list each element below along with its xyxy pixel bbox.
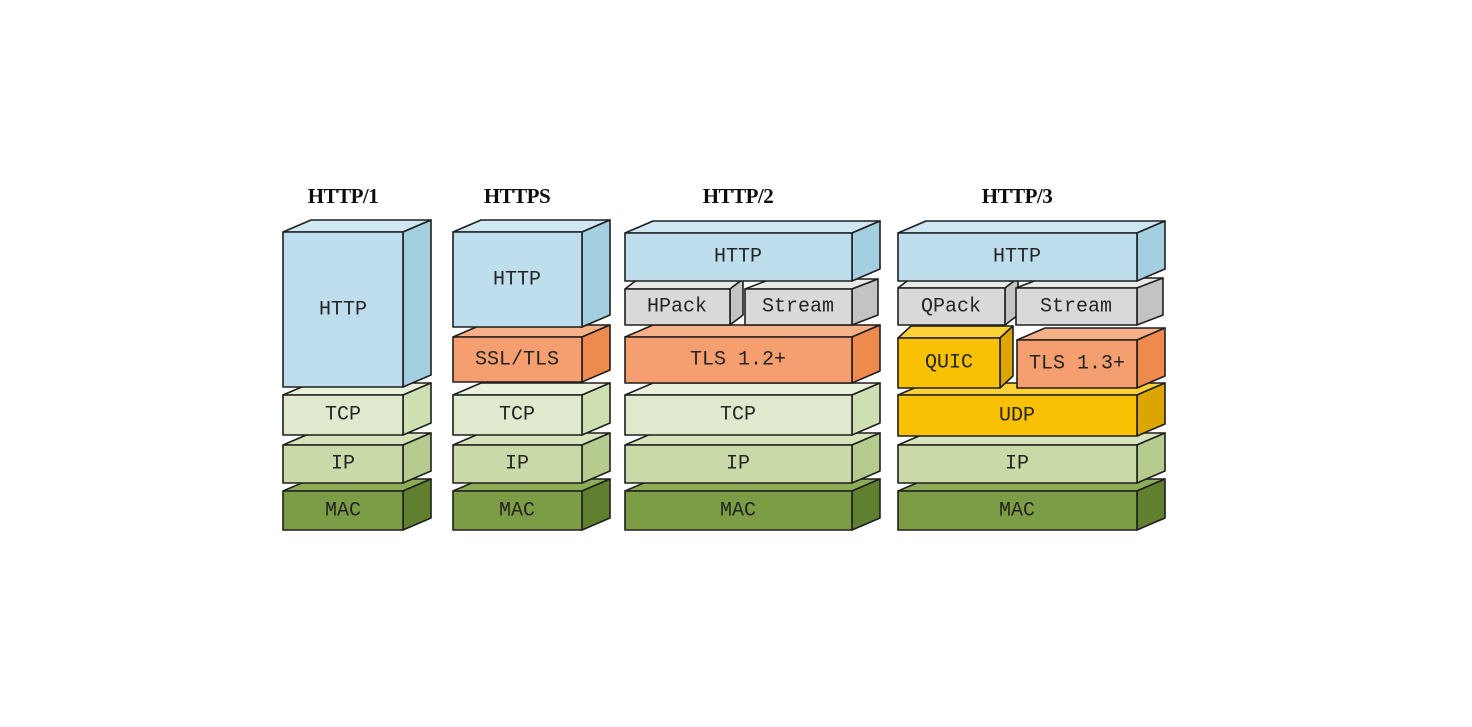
face-front (452, 490, 583, 531)
layer-label: HTTP (993, 246, 1041, 269)
layer-label: TLS 1.3+ (1029, 353, 1125, 376)
face-top (897, 325, 1014, 339)
face-front (624, 444, 853, 484)
layer-box-http3-udp: UDP (897, 382, 1166, 437)
layer-label: HTTP (493, 269, 541, 292)
layer-box-http1-http: HTTP (282, 219, 432, 388)
layer-label: TCP (499, 404, 535, 427)
layer-label: IP (331, 453, 355, 476)
face-front (897, 337, 1001, 389)
face-front (1016, 339, 1138, 389)
layer-label: QPack (921, 296, 981, 319)
face-top (624, 382, 881, 396)
layer-label: TLS 1.2+ (690, 349, 786, 372)
face-front (624, 288, 731, 326)
layer-box-http2-http: HTTP (624, 220, 881, 282)
layer-box-http3-ip: IP (897, 432, 1166, 484)
layer-label: MAC (325, 500, 361, 523)
face-front (624, 490, 853, 531)
layer-box-https-mac: MAC (452, 478, 611, 531)
layer-box-http3-mac: MAC (897, 478, 1166, 531)
layer-label: QUIC (925, 352, 973, 375)
layer-label: UDP (999, 405, 1035, 428)
face-top (624, 324, 881, 338)
face-front (452, 394, 583, 436)
face-right (402, 219, 432, 388)
face-front (624, 394, 853, 436)
layer-box-http2-stream: Stream (744, 278, 879, 326)
layer-label: IP (1005, 453, 1029, 476)
face-front (897, 232, 1138, 282)
face-front (744, 288, 853, 326)
layer-label: Stream (1040, 296, 1112, 319)
layer-box-http3-tls13: TLS 1.3+ (1016, 327, 1166, 389)
layer-box-https-ssltls: SSL/TLS (452, 324, 611, 383)
layer-label: TCP (720, 404, 756, 427)
layer-label: HPack (647, 296, 707, 319)
stack-title-https: HTTPS (484, 184, 550, 208)
face-top (897, 220, 1166, 234)
face-top (624, 220, 881, 234)
face-front (282, 231, 404, 388)
layer-box-http3-qpack: QPack (897, 277, 1019, 326)
layer-box-http2-ip: IP (624, 432, 881, 484)
layer-box-http3-http: HTTP (897, 220, 1166, 282)
face-front (897, 287, 1006, 326)
layer-label: IP (505, 453, 529, 476)
face-front (624, 232, 853, 282)
face-front (282, 394, 404, 436)
layer-label: MAC (499, 500, 535, 523)
layer-box-http2-tcp: TCP (624, 382, 881, 436)
face-front (897, 444, 1138, 484)
face-front (897, 394, 1138, 437)
layer-box-http1-tcp: TCP (282, 382, 432, 436)
face-front (282, 444, 404, 484)
layer-box-http3-quic: QUIC (897, 325, 1014, 389)
layer-label: SSL/TLS (475, 349, 559, 372)
face-front (452, 336, 583, 383)
stack-title-http2: HTTP/2 (703, 184, 774, 208)
layer-box-http2-tls12: TLS 1.2+ (624, 324, 881, 384)
layer-label: HTTP (319, 299, 367, 322)
layer-box-http3-stream: Stream (1015, 277, 1164, 326)
stack-title-http1: HTTP/1 (308, 184, 379, 208)
layer-label: TCP (325, 404, 361, 427)
face-front (452, 231, 583, 328)
face-front (282, 490, 404, 531)
layer-label: IP (726, 453, 750, 476)
layer-label: MAC (720, 500, 756, 523)
layer-box-https-tcp: TCP (452, 382, 611, 436)
layer-label: HTTP (714, 246, 762, 269)
layer-box-http1-ip: IP (282, 432, 432, 484)
layer-box-https-ip: IP (452, 432, 611, 484)
face-right (581, 219, 611, 328)
layer-box-http2-mac: MAC (624, 478, 881, 531)
layer-label: MAC (999, 500, 1035, 523)
stack-title-http3: HTTP/3 (982, 184, 1053, 208)
face-front (624, 336, 853, 384)
face-front (897, 490, 1138, 531)
layer-box-http2-hpack: HPack (624, 278, 744, 326)
face-front (1015, 287, 1138, 326)
layer-label: Stream (762, 296, 834, 319)
face-front (452, 444, 583, 484)
face-right (999, 325, 1014, 389)
layer-box-http1-mac: MAC (282, 478, 432, 531)
layer-box-https-http: HTTP (452, 219, 611, 328)
